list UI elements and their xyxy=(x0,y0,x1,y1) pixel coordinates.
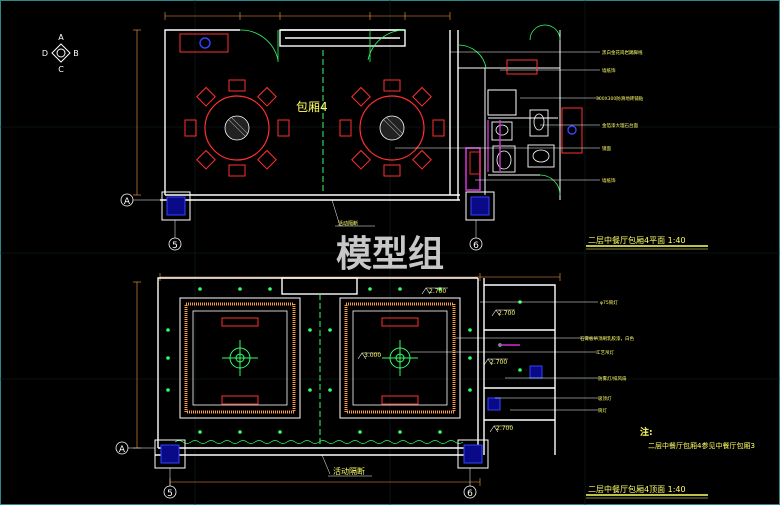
compass-south: C xyxy=(58,65,64,74)
plan-annotation-5: 镜面 xyxy=(602,145,611,152)
ceiling-panel-right xyxy=(339,297,461,419)
plan-sideboard-fixture xyxy=(199,37,211,49)
compass-west: D xyxy=(42,49,48,58)
plan-washroom-doors xyxy=(457,24,561,196)
ceiling-level-1: 2.700 xyxy=(429,288,446,295)
plan-column-right xyxy=(465,191,495,221)
plan-annotation-4: 金箔漆大理石台面 xyxy=(602,122,638,129)
ceiling-column-right xyxy=(457,439,489,469)
plan-sideboard xyxy=(179,33,229,53)
compass-icon: A C D B xyxy=(42,33,79,74)
ceiling-annotations: φ75筒灯 石膏板吊顶刷乳胶漆，白色 工艺吊灯 防雾灯/排风扇 吸顶灯 筒灯 xyxy=(580,299,634,414)
plan-dimension-top xyxy=(164,12,451,20)
plan-annotation-3: 300X300防滑地砖铺贴 xyxy=(596,95,644,102)
ceiling-axis-5: 5 xyxy=(167,489,173,499)
plan-partition-label: 活动隔断 xyxy=(338,220,358,227)
plan-column-left xyxy=(161,191,191,221)
ceiling-partition-label: 活动隔断 xyxy=(333,466,365,476)
ceiling-annotation-1: φ75筒灯 xyxy=(600,299,618,306)
plan-axis-6-bubble xyxy=(469,237,483,251)
ceiling-curtain-track xyxy=(174,440,464,444)
note-text: 二层中餐厅包厢4参见中餐厅包厢3 xyxy=(648,441,755,450)
compass-east: B xyxy=(73,49,79,58)
ceiling-level-3: 3.000 xyxy=(364,352,381,359)
plan-annotation-6: 墙纸饰 xyxy=(602,177,616,184)
plan-dining-table-2 xyxy=(339,79,445,177)
ceiling-downlights xyxy=(166,287,522,434)
ceiling-axis-6-bubble xyxy=(463,485,477,499)
ceiling-level-4: 2.700 xyxy=(490,359,507,366)
ceiling-levels: 2.700 2.700 3.000 2.700 2.700 xyxy=(357,287,515,433)
plan-dining-table-1 xyxy=(184,79,290,177)
ceiling-title: 二层中餐厅包厢4顶面 1:40 xyxy=(588,484,686,494)
ceiling-axis-5-bubble xyxy=(163,485,177,499)
plan-sanitary-fixtures xyxy=(465,59,583,191)
ceiling-annotation-3: 工艺吊灯 xyxy=(596,349,614,356)
plan-title: 二层中餐厅包厢4平面 1:40 xyxy=(588,235,686,245)
ceiling-leader-lines xyxy=(410,301,598,411)
ceiling-annotation-4: 防雾灯/排风扇 xyxy=(598,375,627,382)
ceiling-panel-left xyxy=(179,297,301,419)
plan-axis-5-bubble xyxy=(168,237,182,251)
compass-north: A xyxy=(58,33,64,42)
ceiling-column-left xyxy=(154,439,186,469)
ceiling-axis-a-bubble xyxy=(115,441,129,455)
ceiling-annotation-6: 筒灯 xyxy=(598,407,607,414)
ceiling-axis-6: 6 xyxy=(467,489,473,499)
ceiling-axis-a: A xyxy=(119,445,126,455)
plan-partition-leader xyxy=(331,199,341,227)
plan-axis-a-bubble xyxy=(120,193,134,207)
floor-plan: 包厢4 xyxy=(120,12,708,251)
plan-washroom xyxy=(458,30,561,200)
plan-annotation-2: 墙纸饰 xyxy=(602,67,616,74)
ceiling-annotation-5: 吸顶灯 xyxy=(598,395,612,402)
plan-axis-5: 5 xyxy=(172,241,178,251)
plan-doors xyxy=(239,29,406,62)
plan-walls xyxy=(160,29,460,201)
ceiling-level-5: 2.700 xyxy=(496,425,513,432)
plan-room-label: 包厢4 xyxy=(296,100,328,114)
plan-axis-a: A xyxy=(124,197,131,207)
ceiling-level-2: 2.700 xyxy=(498,310,515,317)
ceiling-annotation-2: 石膏板吊顶刷乳胶漆，白色 xyxy=(580,335,634,342)
plan-axis-6: 6 xyxy=(473,241,479,251)
plan-dimension-left xyxy=(133,29,141,196)
watermark: 模型组 xyxy=(336,234,444,275)
plan-annotations: 黑白金花岗岩踢脚线 墙纸饰 300X300防滑地砖铺贴 金箔漆大理石台面 镜面 … xyxy=(596,49,644,184)
ceiling-plan: 2.700 2.700 3.000 2.700 2.700 φ75筒灯 石膏板吊 xyxy=(115,273,755,499)
plan-annotation-1: 黑白金花岗岩踢脚线 xyxy=(602,49,643,56)
plan-leader-lines xyxy=(395,51,600,181)
ceiling-walls xyxy=(155,277,556,456)
note-label: 注: xyxy=(640,426,653,438)
ceiling-light-box xyxy=(487,397,501,411)
ceiling-exhaust-fan xyxy=(529,365,543,379)
